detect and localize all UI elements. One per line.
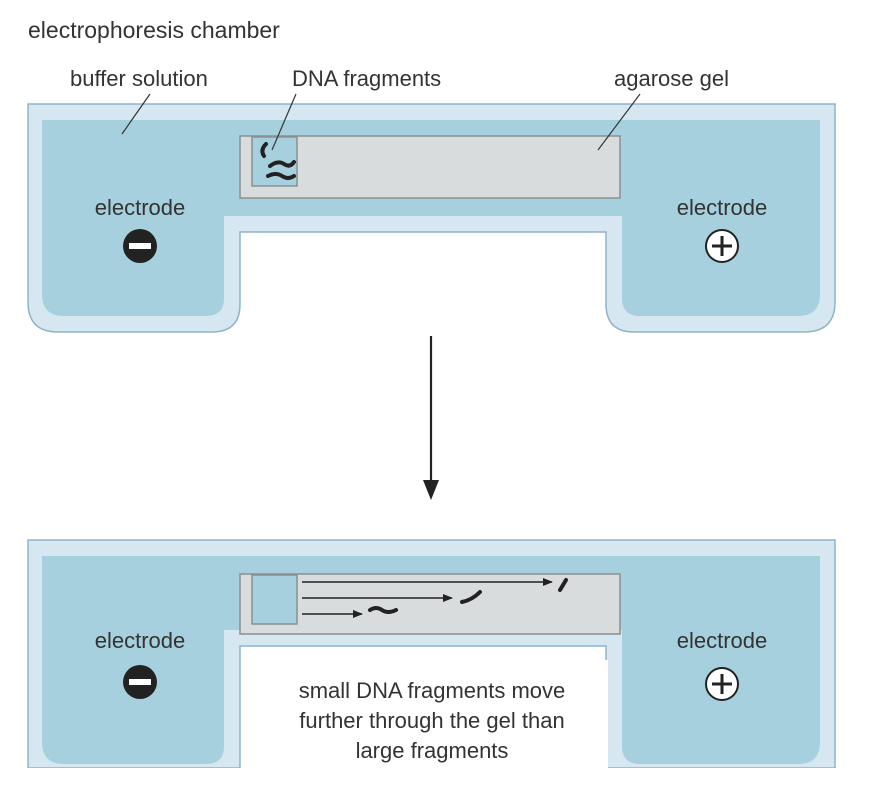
leader-buffer-solution xyxy=(121,93,151,135)
plus-circle-icon xyxy=(705,229,739,263)
label-agarose-gel: agarose gel xyxy=(614,66,729,91)
minus-circle-icon xyxy=(123,229,157,263)
label-electrode-positive-top: electrode xyxy=(677,195,768,220)
minus-circle-icon xyxy=(123,665,157,699)
buffer-solution-top xyxy=(42,120,820,316)
label-electrode-positive-bottom: electrode xyxy=(677,628,768,653)
label-buffer-solution: buffer solution xyxy=(70,66,208,91)
label-electrode-negative-top: electrode xyxy=(95,195,186,220)
diagram-title: electrophoresis chamber xyxy=(28,17,280,43)
agarose-gel-top xyxy=(239,135,621,199)
label-dna-fragments: DNA fragments xyxy=(292,66,441,91)
caption-line-3: large fragments xyxy=(356,738,509,763)
caption-line-2: further through the gel than xyxy=(299,708,564,733)
leader-agarose-gel xyxy=(597,93,641,151)
chamber-top xyxy=(27,103,836,333)
caption: small DNA fragments move further through… xyxy=(299,678,566,763)
dna-fragments-in-well xyxy=(260,142,296,180)
plus-circle-icon xyxy=(705,667,739,701)
caption-line-1: small DNA fragments move xyxy=(299,678,566,703)
buffer-solution-bottom xyxy=(42,556,820,764)
label-electrode-negative-bottom: electrode xyxy=(95,628,186,653)
migration-arrows xyxy=(302,578,553,618)
dna-fragments-migrated xyxy=(368,578,568,614)
chamber-bottom xyxy=(0,539,872,790)
agarose-gel-bottom xyxy=(239,573,621,635)
leader-dna-fragments xyxy=(271,93,297,151)
down-arrow-icon xyxy=(423,336,439,500)
